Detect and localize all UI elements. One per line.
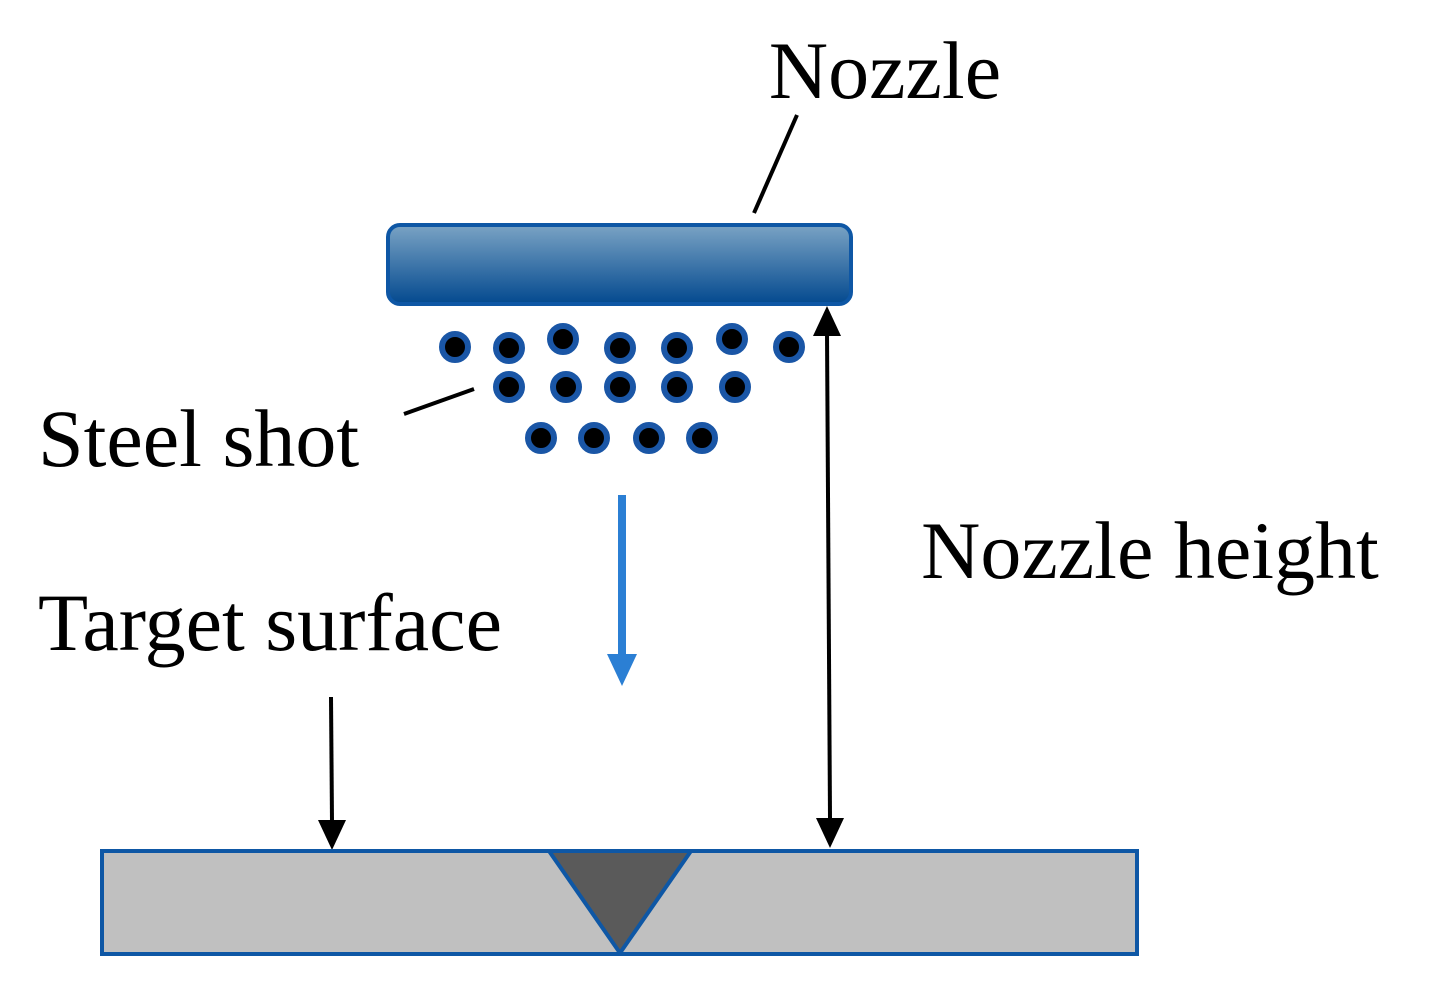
steel-shot-particle — [547, 323, 579, 355]
steel-shot-particle — [493, 371, 525, 403]
steel-shot-label: Steel shot — [38, 393, 359, 484]
steel-shot-particle — [686, 422, 718, 454]
steel-shot-leader-line — [403, 387, 475, 416]
nozzle-height-label: Nozzle height — [921, 505, 1379, 596]
target-surface-label: Target surface — [38, 577, 502, 668]
steel-shot-particle — [550, 371, 582, 403]
steel-shot-particle — [773, 331, 805, 363]
nozzle-body — [386, 223, 853, 306]
plate-notch — [547, 849, 693, 955]
steel-shot-particle — [719, 371, 751, 403]
steel-shot-particle — [661, 332, 693, 364]
nozzle-height-arrow — [813, 306, 844, 848]
steel-shot-group — [439, 323, 805, 454]
steel-shot-particle — [493, 332, 525, 364]
steel-shot-particle — [633, 422, 665, 454]
steel-shot-particle — [661, 371, 693, 403]
steel-shot-particle — [439, 331, 471, 363]
steel-shot-particle — [716, 323, 748, 355]
nozzle-leader-line — [752, 114, 799, 214]
steel-shot-particle — [578, 422, 610, 454]
nozzle-label: Nozzle — [769, 25, 1001, 116]
steel-shot-particle — [604, 332, 636, 364]
steel-shot-particle — [525, 422, 557, 454]
flow-direction-arrow — [607, 495, 637, 686]
target-surface-pointer-arrow — [318, 696, 346, 850]
steel-shot-particle — [604, 371, 636, 403]
